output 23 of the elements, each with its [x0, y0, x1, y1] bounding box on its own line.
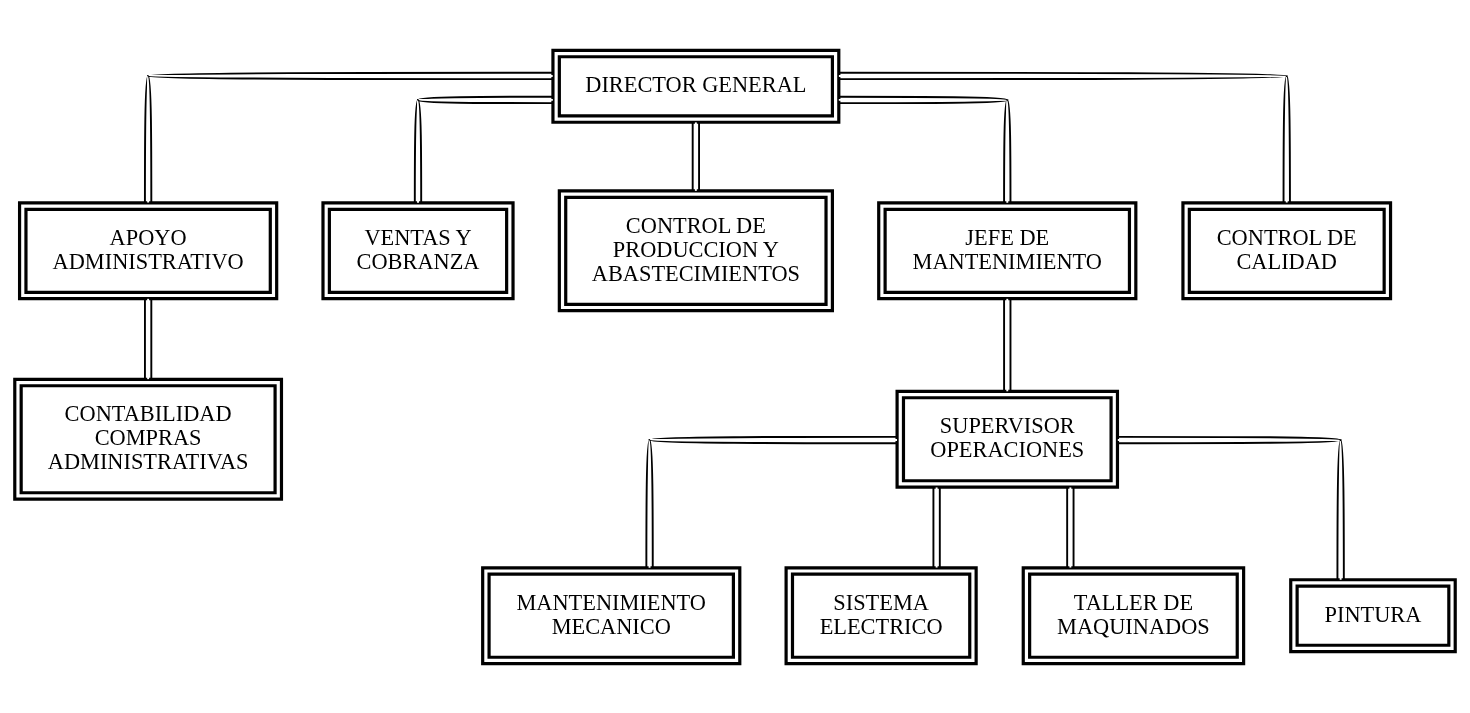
connector — [837, 71, 1291, 203]
connector — [413, 95, 554, 204]
connector — [1116, 435, 1345, 581]
connector — [143, 297, 153, 380]
node-box: TALLER DE MAQUINADOS — [1021, 565, 1246, 665]
connector — [932, 486, 941, 568]
node-box: DIRECTOR GENERAL — [551, 48, 841, 124]
node-box: PINTURA — [1289, 577, 1457, 653]
node-box: MANTENIMIENTO MECANICO — [481, 565, 742, 665]
node-box: SISTEMA ELECTRICO — [784, 565, 978, 665]
node-box: CONTROL DE CALIDAD — [1181, 200, 1393, 300]
node-box: JEFE DE MANTENIMIENTO — [877, 200, 1138, 300]
connector — [645, 435, 898, 569]
node-box: CONTABILIDAD COMPRAS ADMINISTRATIVAS — [13, 377, 284, 501]
node-box: SUPERVISOR OPERACIONES — [895, 389, 1120, 489]
connector — [1066, 486, 1075, 568]
connector — [1003, 297, 1012, 392]
node-box: VENTAS Y COBRANZA — [321, 200, 515, 300]
connector — [691, 120, 701, 192]
connector — [837, 95, 1012, 204]
connector — [143, 71, 554, 203]
node-box: APOYO ADMINISTRATIVO — [17, 200, 279, 300]
node-box: CONTROL DE PRODUCCION Y ABASTECIMIENTOS — [557, 188, 834, 312]
